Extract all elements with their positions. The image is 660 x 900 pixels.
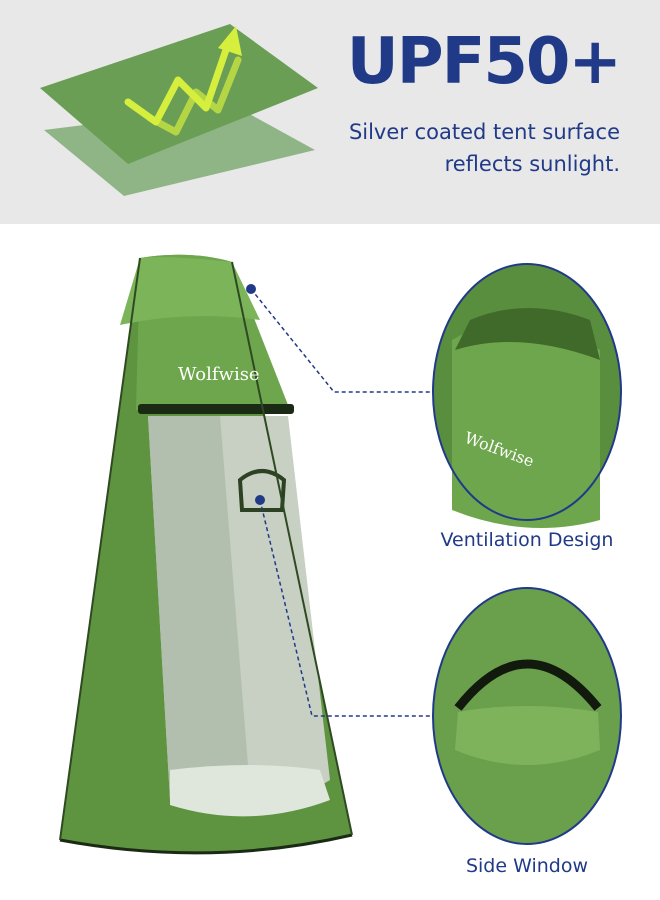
subtitle: Silver coated tent surface reflects sunl… — [260, 116, 620, 180]
sunlight-arrows-icon — [124, 26, 242, 136]
window-caption: Side Window — [465, 855, 589, 877]
tent-bar — [138, 404, 294, 414]
subtitle-line-2: reflects sunlight. — [444, 152, 620, 176]
subtitle-line-1: Silver coated tent surface — [348, 120, 620, 144]
tent-main-image: Wolfwise — [59, 254, 353, 855]
fabric-layers-illustration — [40, 24, 318, 196]
tent-brand-logo: Wolfwise — [178, 364, 260, 385]
ventilation-detail-circle: Wolfwise — [432, 263, 622, 528]
tent-scene: Wolfwise Wolfwise — [59, 254, 622, 855]
ventilation-leader-line — [250, 288, 440, 393]
upper-fabric-layer — [40, 24, 318, 164]
window-detail-circle — [432, 587, 622, 845]
ventilation-caption: Ventilation Design — [440, 529, 614, 551]
page-title: UPF50+ — [346, 25, 622, 99]
